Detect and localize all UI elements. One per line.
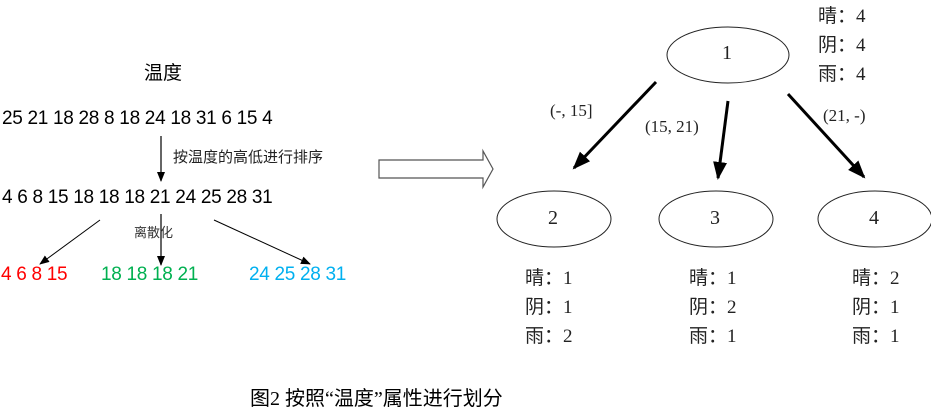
count-row: 晴：2 [852, 268, 900, 289]
child-node-label-3: 3 [710, 207, 720, 229]
child-class-counts-3: 晴：1 阴：2 雨：1 [689, 264, 737, 351]
attribute-title: 温度 [144, 63, 183, 84]
sort-step-label: 按温度的高低进行排序 [173, 150, 324, 166]
bin-low: 4 6 8 15 [1, 264, 68, 285]
edge-arrow-left [572, 80, 658, 170]
child-node-ellipse-2 [496, 190, 612, 248]
count-row: 晴：4 [818, 6, 866, 27]
root-class-counts: 晴：4 阴：4 雨：4 [818, 2, 866, 89]
child-class-counts-2: 晴：1 阴：1 雨：2 [525, 264, 573, 351]
count-row: 阴：1 [525, 297, 573, 318]
count-row: 雨：4 [818, 64, 866, 85]
figure-caption: 图2 按照“温度”属性进行划分 [250, 388, 503, 410]
count-row: 阴：1 [852, 297, 900, 318]
count-row: 雨：1 [689, 326, 737, 347]
child-node-label-4: 4 [869, 207, 879, 229]
child-node-ellipse-4 [817, 190, 931, 248]
child-node-ellipse-3 [658, 190, 774, 248]
root-node-label: 1 [722, 42, 732, 64]
count-row: 晴：1 [525, 268, 573, 289]
discretize-label: 离散化 [134, 225, 174, 240]
bin-high: 24 25 28 31 [249, 264, 347, 285]
child-node-label-2: 2 [548, 207, 558, 229]
count-row: 雨：1 [852, 326, 900, 347]
count-row: 雨：2 [525, 326, 573, 347]
count-row: 阴：4 [818, 35, 866, 56]
count-row: 阴：2 [689, 297, 737, 318]
bin-mid: 18 18 18 21 [101, 264, 199, 285]
block-arrow [378, 148, 494, 190]
edge-label-left: (-, 15] [550, 101, 593, 120]
child-class-counts-4: 晴：2 阴：1 雨：1 [852, 264, 900, 351]
edge-label-right: (21, -) [823, 106, 866, 125]
edge-label-middle: (15, 21) [645, 117, 699, 136]
count-row: 晴：1 [689, 268, 737, 289]
raw-temperature-sequence: 25 21 18 28 8 18 24 18 31 6 15 4 [2, 108, 273, 129]
edge-arrow-middle [713, 100, 730, 180]
root-node-ellipse [666, 26, 790, 84]
bin-arrow-left [39, 219, 101, 265]
edge-arrow-right [786, 92, 866, 179]
sorted-temperature-sequence: 4 6 8 15 18 18 18 21 24 25 28 31 [2, 187, 273, 208]
bin-arrow-right [213, 219, 311, 265]
